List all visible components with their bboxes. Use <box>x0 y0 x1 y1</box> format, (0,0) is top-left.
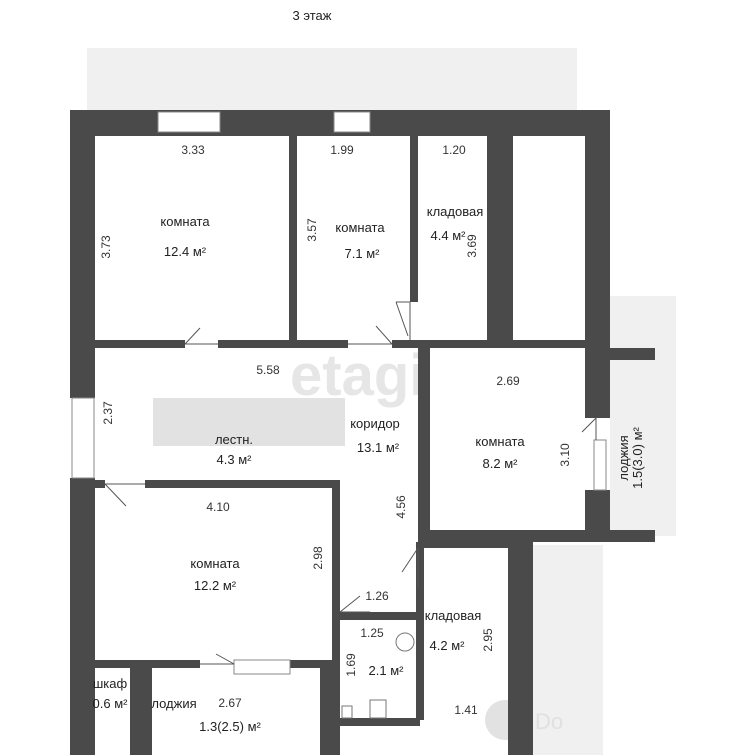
room-area: 0.6 м² <box>93 696 129 711</box>
door-bathroom[interactable] <box>339 595 370 613</box>
door-loggia-right[interactable] <box>581 417 597 440</box>
room-area: 1.3(2.5) м² <box>199 719 261 734</box>
door-corridor[interactable] <box>348 325 393 345</box>
dim-height: 2.37 <box>101 401 115 425</box>
room-name: кладовая <box>425 608 482 623</box>
door-storage-bottom[interactable] <box>401 547 419 588</box>
room-area: 4.2 м² <box>430 638 466 653</box>
window-bottom <box>233 659 291 675</box>
room-area: 8.2 м² <box>483 456 519 471</box>
dim-width: 2.69 <box>496 374 520 388</box>
room-name: комната <box>475 434 525 449</box>
room-name: коридор <box>350 416 400 431</box>
dim-height: 3.10 <box>558 443 572 467</box>
dim-width: 1.41 <box>454 703 478 717</box>
room-area: 12.2 м² <box>194 578 237 593</box>
dim-height: 3.73 <box>99 235 113 259</box>
dim-width: 5.58 <box>256 363 280 377</box>
room-area: 7.1 м² <box>345 246 381 261</box>
dim-height: 2.98 <box>311 546 325 570</box>
dim-side: 4.56 <box>394 495 408 519</box>
room-name: лоджия <box>151 696 196 711</box>
door-storage-top[interactable] <box>395 301 411 340</box>
dim-top: 1.26 <box>365 589 389 603</box>
dim-width: 4.10 <box>206 500 230 514</box>
dim-width: 3.33 <box>181 143 205 157</box>
room-area: 1.5(3.0) м² <box>630 426 645 488</box>
room-area: 2.1 м² <box>369 663 405 678</box>
window-left <box>71 397 95 479</box>
door-loggia-bottom[interactable] <box>200 653 235 665</box>
room-name: лестн. <box>215 432 253 447</box>
window-right <box>593 439 607 491</box>
door-room-top-left[interactable] <box>184 327 218 345</box>
window-top-mid <box>333 111 371 133</box>
window-top-left <box>157 111 221 133</box>
room-name: комната <box>190 556 240 571</box>
outside-area-top <box>87 48 577 110</box>
dim-height: 1.69 <box>344 653 358 677</box>
room-name: кладовая <box>427 204 484 219</box>
room-area: 4.3 м² <box>217 452 253 467</box>
outside-area-right <box>610 296 676 536</box>
shelf-icon <box>341 705 353 719</box>
door-room-bottom-left[interactable] <box>104 483 145 507</box>
sink-icon <box>395 632 415 652</box>
room-name: комната <box>160 214 210 229</box>
dim-width: 2.67 <box>218 696 242 710</box>
toilet-icon <box>369 699 387 719</box>
outside-area-bottom-right <box>533 545 603 755</box>
watermark-corner: Do <box>535 709 563 734</box>
dim-width: 1.20 <box>442 143 466 157</box>
dim-width: 1.99 <box>330 143 354 157</box>
room-name: шкаф <box>93 676 128 691</box>
room-name: комната <box>335 220 385 235</box>
dim-width: 1.25 <box>360 626 384 640</box>
room-area: 13.1 м² <box>357 440 400 455</box>
room-area: 12.4 м² <box>164 244 207 259</box>
room-area: 4.4 м² <box>431 228 467 243</box>
watermark: etagi <box>290 343 425 408</box>
dim-height: 3.57 <box>305 218 319 242</box>
room-name: лоджия <box>616 435 631 480</box>
dim-height: 2.95 <box>481 628 495 652</box>
dim-height: 3.69 <box>465 234 479 258</box>
stairwell <box>153 398 345 446</box>
floor-label: 3 этаж <box>293 8 332 23</box>
